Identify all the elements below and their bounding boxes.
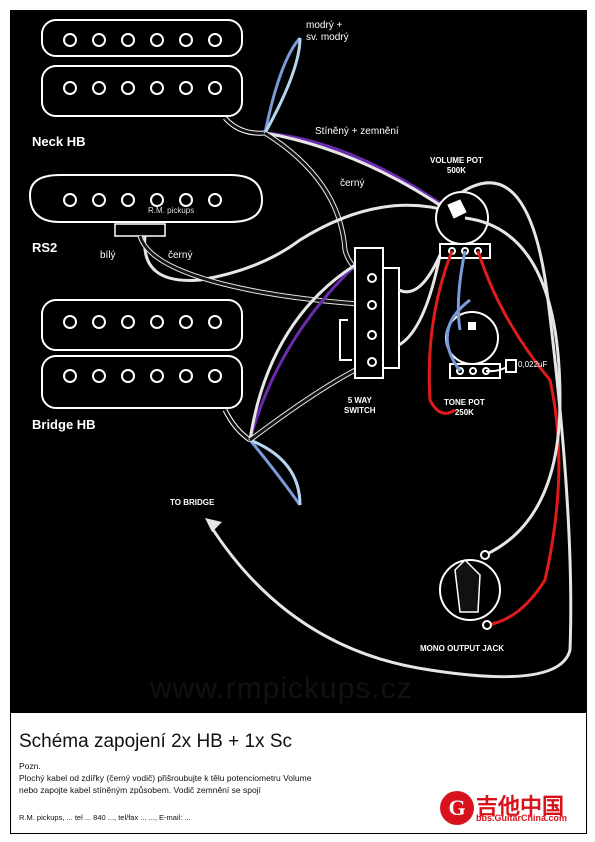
note-line-2: nebo zapojte kabel stíněným způsobem. Vo…	[19, 785, 261, 795]
cerny2-label: černý	[168, 250, 193, 261]
note-heading: Pozn.	[19, 761, 41, 771]
contact-line: R.M. pickups, ... tel ... 840 ..., tel/f…	[19, 813, 191, 822]
output-jack	[439, 550, 501, 630]
bridge-humbucker	[41, 299, 243, 409]
diagram-title: Schéma zapojení 2x HB + 1x Sc	[19, 731, 293, 752]
brand-url: bbs.GuitarChina.com	[476, 813, 568, 823]
bridge-hb-label: Bridge HB	[32, 417, 96, 432]
to-bridge-label: TO BRIDGE	[170, 498, 215, 507]
rs2-label: RS2	[32, 240, 58, 255]
switch-label: 5 WAY SWITCH	[344, 396, 376, 415]
cerny-label: černý	[340, 178, 365, 189]
pot-wires	[208, 181, 573, 679]
footer-panel: Schéma zapojení 2x HB + 1x Sc Pozn. Ploc…	[10, 712, 587, 834]
volume-pot-label: VOLUME POT 500K	[430, 156, 483, 175]
neck-wires	[223, 36, 451, 281]
five-way-switch	[339, 247, 442, 379]
jack-label: MONO OUTPUT JACK	[420, 644, 504, 653]
note-line-1: Plochý kabel od zdířky (černý vodič) při…	[19, 773, 312, 783]
neck-humbucker	[41, 19, 243, 117]
rm-logo-text: R.M. pickups	[148, 206, 195, 215]
volume-pot	[435, 191, 491, 259]
arrow-to-bridge	[205, 518, 222, 532]
brand-chinese: 吉他中国	[476, 795, 565, 820]
capacitor-label: 0,022uF	[518, 360, 548, 369]
neck-twin-wires-label: modrý + sv. modrý	[306, 20, 349, 43]
guitarchina-watermark: G 吉他中国 bbs.GuitarChina.com	[440, 791, 580, 827]
neck-hb-label: Neck HB	[32, 134, 86, 149]
shield-label: Stíněný + zemnění	[315, 126, 399, 137]
website-url: www.rmpickups.cz	[150, 672, 413, 705]
tone-pot	[445, 311, 501, 379]
rs2-wires	[137, 203, 453, 308]
capacitor	[485, 359, 517, 373]
rs2-single-coil	[28, 174, 264, 237]
guitarchina-logo-icon: G	[440, 791, 474, 825]
tone-pot-label: TONE POT 250K	[444, 398, 485, 417]
bily-label: bílý	[100, 250, 116, 261]
